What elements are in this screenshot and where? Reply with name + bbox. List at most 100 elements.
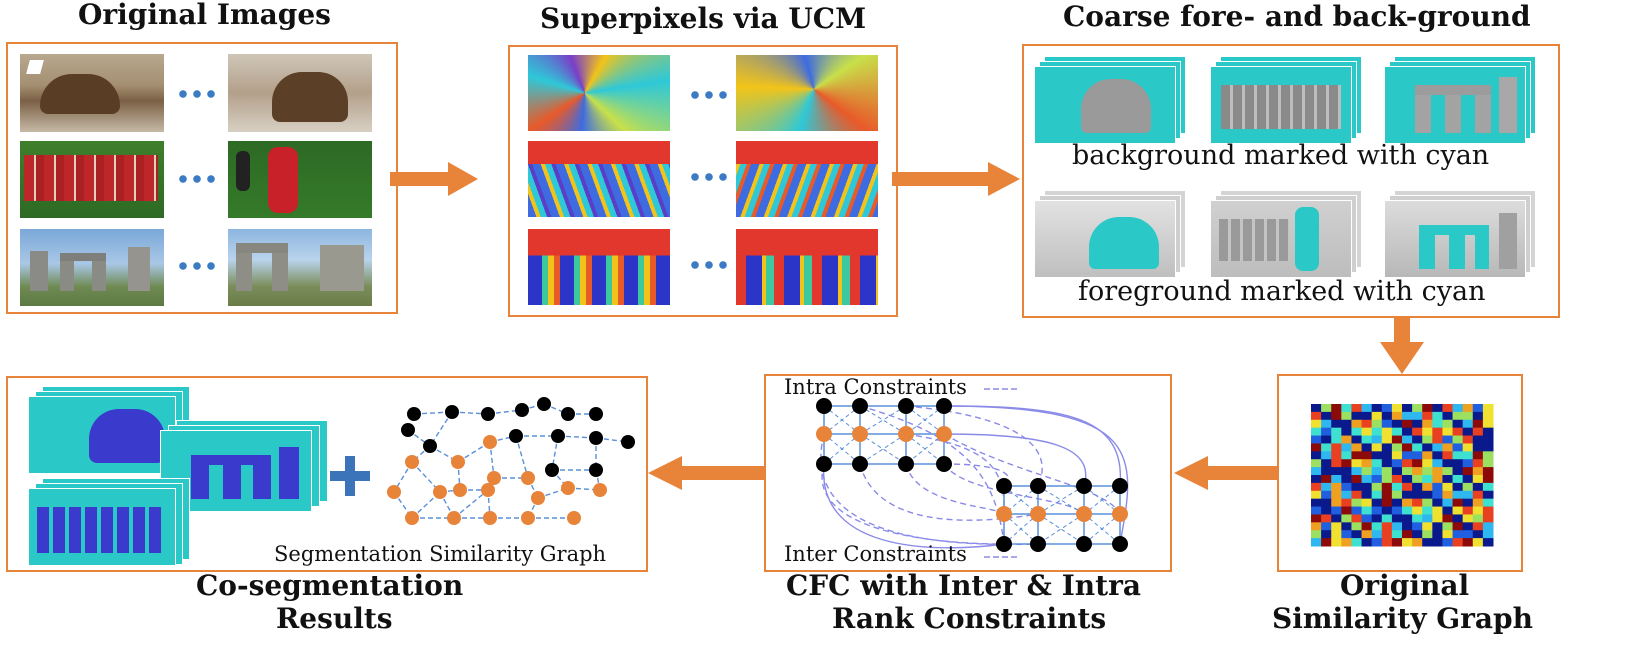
matrix-cell bbox=[1331, 482, 1342, 492]
matrix-cell bbox=[1422, 482, 1433, 492]
matrix-cell bbox=[1402, 514, 1413, 523]
matrix-cell bbox=[1391, 514, 1403, 523]
node-black bbox=[898, 456, 914, 472]
inter-constraint-curve bbox=[905, 405, 1043, 487]
node-black bbox=[1076, 536, 1092, 552]
matrix-cell bbox=[1482, 411, 1494, 421]
stone-shape bbox=[30, 251, 48, 291]
graph-edge bbox=[515, 435, 529, 479]
legend-intra-dash bbox=[984, 388, 1018, 390]
matrix-cell bbox=[1442, 467, 1454, 476]
matrix-cell bbox=[1341, 411, 1352, 421]
matrix-cell bbox=[1422, 459, 1433, 468]
matrix-cell bbox=[1351, 435, 1363, 444]
matrix-cell bbox=[1482, 498, 1494, 508]
image-stonehenge-2 bbox=[228, 229, 372, 306]
matrix-cell bbox=[1381, 427, 1393, 437]
foreground-stack-soccer bbox=[1210, 190, 1362, 278]
matrix-cell bbox=[1482, 522, 1494, 531]
node-orange bbox=[487, 471, 501, 485]
matrix-cell bbox=[1482, 490, 1494, 500]
node-black bbox=[852, 398, 868, 414]
node-orange bbox=[561, 481, 575, 495]
matrix-cell bbox=[1482, 443, 1494, 452]
matrix-cell bbox=[1412, 443, 1423, 452]
matrix-cell bbox=[1321, 419, 1332, 429]
matrix-cell bbox=[1351, 411, 1363, 421]
node-orange bbox=[852, 426, 868, 442]
matrix-cell bbox=[1432, 467, 1443, 476]
matrix-cell bbox=[1391, 443, 1403, 452]
matrix-cell bbox=[1432, 404, 1443, 413]
graph-edge bbox=[451, 411, 489, 415]
matrix-cell bbox=[1351, 490, 1363, 500]
matrix-cell bbox=[1462, 419, 1474, 429]
node-orange bbox=[451, 455, 465, 469]
matrix-cell bbox=[1452, 459, 1464, 468]
bear-blue-shape bbox=[89, 409, 165, 463]
matrix-cell bbox=[1361, 506, 1373, 515]
matrix-cell bbox=[1472, 419, 1484, 429]
matrix-cell bbox=[1361, 498, 1373, 508]
matrix-cell bbox=[1321, 411, 1332, 421]
matrix-cell bbox=[1351, 514, 1363, 523]
matrix-cell bbox=[1452, 427, 1464, 437]
matrix-cell bbox=[1381, 475, 1393, 484]
matrix-cell bbox=[1311, 427, 1322, 437]
matrix-cell bbox=[1412, 498, 1423, 508]
bear-shape bbox=[40, 74, 120, 114]
stone-shape bbox=[320, 245, 364, 291]
matrix-cell bbox=[1341, 475, 1352, 484]
image-stonehenge-1 bbox=[20, 229, 164, 306]
arrow-right-1 bbox=[390, 162, 478, 196]
node-orange bbox=[453, 483, 467, 497]
matrix-cell bbox=[1412, 530, 1423, 539]
matrix-cell bbox=[1341, 451, 1352, 460]
matrix-cell bbox=[1402, 404, 1413, 413]
matrix-cell bbox=[1412, 514, 1423, 523]
matrix-cell bbox=[1351, 419, 1363, 429]
matrix-cell bbox=[1381, 419, 1393, 429]
matrix-cell bbox=[1371, 514, 1383, 523]
matrix-cell bbox=[1472, 498, 1484, 508]
node-black bbox=[515, 403, 529, 417]
matrix-cell bbox=[1442, 427, 1454, 437]
title-coseg-line2: Results bbox=[276, 602, 393, 635]
matrix-cell bbox=[1341, 467, 1352, 476]
node-black bbox=[589, 463, 603, 477]
matrix-cell bbox=[1472, 443, 1484, 452]
matrix-cell bbox=[1402, 506, 1413, 515]
matrix-cell bbox=[1462, 411, 1474, 421]
panel-coseg: Segmentation Similarity Graph bbox=[6, 376, 648, 572]
matrix-cell bbox=[1391, 404, 1403, 413]
matrix-cell bbox=[1432, 419, 1443, 429]
matrix-cell bbox=[1412, 435, 1423, 444]
node-black bbox=[1030, 478, 1046, 494]
matrix-cell bbox=[1361, 435, 1373, 444]
matrix-cell bbox=[1462, 490, 1474, 500]
node-orange bbox=[567, 511, 581, 525]
matrix-cell bbox=[1361, 427, 1373, 437]
matrix-cell bbox=[1402, 419, 1413, 429]
matrix-cell bbox=[1442, 451, 1454, 460]
matrix-cell bbox=[1371, 435, 1383, 444]
matrix-cell bbox=[1361, 467, 1373, 476]
matrix-cell bbox=[1311, 411, 1322, 421]
node-orange bbox=[521, 511, 535, 525]
node-orange bbox=[816, 426, 832, 442]
node-black bbox=[936, 456, 952, 472]
matrix-cell bbox=[1432, 435, 1443, 444]
superpixel-image-stonehenge-1 bbox=[528, 229, 670, 305]
matrix-cell bbox=[1381, 467, 1393, 476]
matrix-cell bbox=[1391, 530, 1403, 539]
matrix-cell bbox=[1311, 514, 1322, 523]
stone-gray-shape bbox=[1415, 85, 1491, 133]
inter-constraint-curve bbox=[823, 463, 1005, 549]
node-black bbox=[481, 407, 495, 421]
matrix-cell bbox=[1371, 419, 1383, 429]
matrix-cell bbox=[1402, 443, 1413, 452]
matrix-cell bbox=[1341, 482, 1352, 492]
intra-constraint-edge bbox=[1037, 485, 1085, 515]
matrix-cell bbox=[1321, 522, 1332, 531]
team-gray-shape bbox=[1221, 85, 1341, 129]
